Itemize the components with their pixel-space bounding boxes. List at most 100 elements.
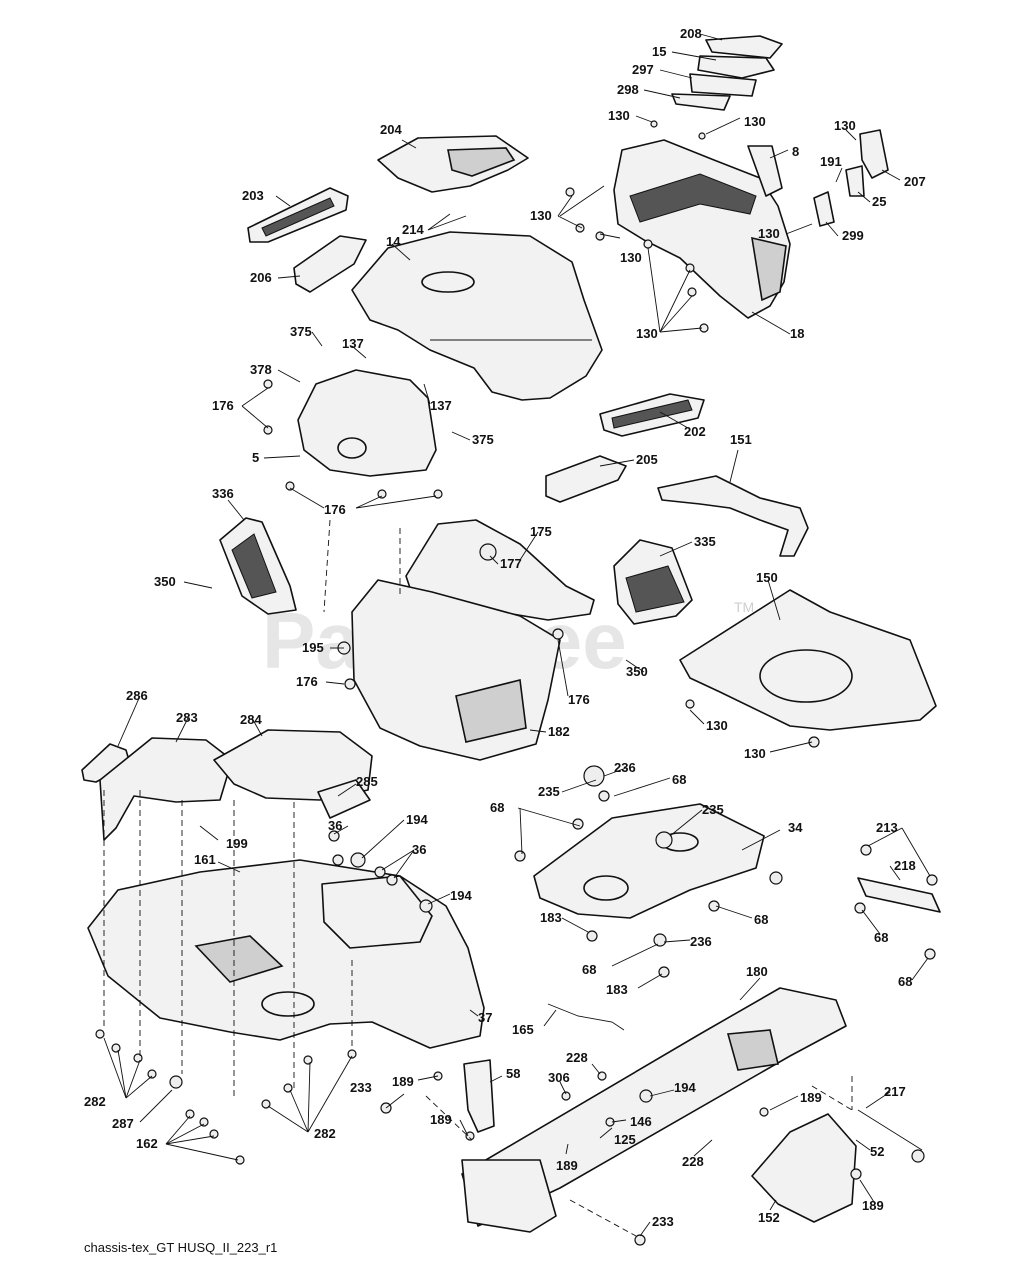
callout-199[interactable]: 199 bbox=[226, 836, 248, 851]
part-336-mesh bbox=[231, 533, 277, 599]
callout-182[interactable]: 182 bbox=[548, 724, 570, 739]
callout-235[interactable]: 235 bbox=[702, 802, 724, 817]
callout-350[interactable]: 350 bbox=[154, 574, 176, 589]
callout-130[interactable]: 130 bbox=[608, 108, 630, 123]
callout-298[interactable]: 298 bbox=[617, 82, 639, 97]
callout-286[interactable]: 286 bbox=[126, 688, 148, 703]
callout-37[interactable]: 37 bbox=[478, 1010, 492, 1025]
callout-176[interactable]: 176 bbox=[324, 502, 346, 517]
callout-336[interactable]: 336 bbox=[212, 486, 234, 501]
callout-285[interactable]: 285 bbox=[356, 774, 378, 789]
callout-152[interactable]: 152 bbox=[758, 1210, 780, 1225]
part-8-shape bbox=[747, 145, 783, 197]
callout-130[interactable]: 130 bbox=[620, 250, 642, 265]
callout-36[interactable]: 36 bbox=[412, 842, 426, 857]
callout-228[interactable]: 228 bbox=[566, 1050, 588, 1065]
callout-130[interactable]: 130 bbox=[744, 114, 766, 129]
callout-18[interactable]: 18 bbox=[790, 326, 804, 341]
callout-161[interactable]: 161 bbox=[194, 852, 216, 867]
callout-130[interactable]: 130 bbox=[744, 746, 766, 761]
callout-25[interactable]: 25 bbox=[872, 194, 886, 209]
callout-236[interactable]: 236 bbox=[614, 760, 636, 775]
callout-282[interactable]: 282 bbox=[314, 1126, 336, 1141]
callout-306[interactable]: 306 bbox=[548, 1070, 570, 1085]
callout-8[interactable]: 8 bbox=[792, 144, 799, 159]
callout-151[interactable]: 151 bbox=[730, 432, 752, 447]
callout-235[interactable]: 235 bbox=[538, 784, 560, 799]
callout-189[interactable]: 189 bbox=[430, 1112, 452, 1127]
callout-195[interactable]: 195 bbox=[302, 640, 324, 655]
callout-194[interactable]: 194 bbox=[674, 1080, 696, 1095]
callout-299[interactable]: 299 bbox=[842, 228, 864, 243]
callout-205[interactable]: 205 bbox=[636, 452, 658, 467]
callout-183[interactable]: 183 bbox=[606, 982, 628, 997]
callout-297[interactable]: 297 bbox=[632, 62, 654, 77]
callout-180[interactable]: 180 bbox=[746, 964, 768, 979]
callout-233[interactable]: 233 bbox=[350, 1080, 372, 1095]
callout-34[interactable]: 34 bbox=[788, 820, 803, 835]
callout-130[interactable]: 130 bbox=[834, 118, 856, 133]
callout-176[interactable]: 176 bbox=[568, 692, 590, 707]
callout-189[interactable]: 189 bbox=[800, 1090, 822, 1105]
part-283-shape bbox=[99, 737, 233, 841]
callout-194[interactable]: 194 bbox=[450, 888, 472, 903]
callout-283[interactable]: 283 bbox=[176, 710, 198, 725]
callout-202[interactable]: 202 bbox=[684, 424, 706, 439]
callout-165[interactable]: 165 bbox=[512, 1022, 534, 1037]
callout-68[interactable]: 68 bbox=[898, 974, 912, 989]
callout-375[interactable]: 375 bbox=[472, 432, 494, 447]
callout-68[interactable]: 68 bbox=[874, 930, 888, 945]
callout-282[interactable]: 282 bbox=[84, 1094, 106, 1109]
callout-176[interactable]: 176 bbox=[212, 398, 234, 413]
callout-233[interactable]: 233 bbox=[652, 1214, 674, 1229]
callout-176[interactable]: 176 bbox=[296, 674, 318, 689]
callout-206[interactable]: 206 bbox=[250, 270, 272, 285]
callout-68[interactable]: 68 bbox=[582, 962, 596, 977]
callout-146[interactable]: 146 bbox=[630, 1114, 652, 1129]
callout-125[interactable]: 125 bbox=[614, 1132, 636, 1147]
callout-189[interactable]: 189 bbox=[862, 1198, 884, 1213]
callout-175[interactable]: 175 bbox=[530, 524, 552, 539]
callout-183[interactable]: 183 bbox=[540, 910, 562, 925]
callout-36[interactable]: 36 bbox=[328, 818, 342, 833]
diagram-caption: chassis-tex_GT HUSQ_II_223_r1 bbox=[84, 1240, 277, 1255]
callout-378[interactable]: 378 bbox=[250, 362, 272, 377]
callout-130[interactable]: 130 bbox=[636, 326, 658, 341]
callout-191[interactable]: 191 bbox=[820, 154, 842, 169]
callout-203[interactable]: 203 bbox=[242, 188, 264, 203]
callout-213[interactable]: 213 bbox=[876, 820, 898, 835]
callout-162[interactable]: 162 bbox=[136, 1136, 158, 1151]
callout-5[interactable]: 5 bbox=[252, 450, 259, 465]
callout-284[interactable]: 284 bbox=[240, 712, 262, 727]
callout-208[interactable]: 208 bbox=[680, 26, 702, 41]
callout-68[interactable]: 68 bbox=[490, 800, 504, 815]
callout-236[interactable]: 236 bbox=[690, 934, 712, 949]
callout-214[interactable]: 214 bbox=[402, 222, 424, 237]
callout-14[interactable]: 14 bbox=[386, 234, 401, 249]
callout-350[interactable]: 350 bbox=[626, 664, 648, 679]
callout-217[interactable]: 217 bbox=[884, 1084, 906, 1099]
callout-375[interactable]: 375 bbox=[290, 324, 312, 339]
callout-15[interactable]: 15 bbox=[652, 44, 666, 59]
callout-207[interactable]: 207 bbox=[904, 174, 926, 189]
callout-218[interactable]: 218 bbox=[894, 858, 916, 873]
callout-287[interactable]: 287 bbox=[112, 1116, 134, 1131]
callout-68[interactable]: 68 bbox=[672, 772, 686, 787]
callout-130[interactable]: 130 bbox=[706, 718, 728, 733]
callout-189[interactable]: 189 bbox=[556, 1158, 578, 1173]
callout-52[interactable]: 52 bbox=[870, 1144, 884, 1159]
callout-150[interactable]: 150 bbox=[756, 570, 778, 585]
callout-189[interactable]: 189 bbox=[392, 1074, 414, 1089]
part-5-hole bbox=[337, 437, 367, 459]
callout-68[interactable]: 68 bbox=[754, 912, 768, 927]
callout-130[interactable]: 130 bbox=[530, 208, 552, 223]
callout-228[interactable]: 228 bbox=[682, 1154, 704, 1169]
callout-58[interactable]: 58 bbox=[506, 1066, 520, 1081]
callout-204[interactable]: 204 bbox=[380, 122, 402, 137]
callout-137[interactable]: 137 bbox=[430, 398, 452, 413]
callout-194[interactable]: 194 bbox=[406, 812, 428, 827]
callout-177[interactable]: 177 bbox=[500, 556, 522, 571]
callout-137[interactable]: 137 bbox=[342, 336, 364, 351]
callout-130[interactable]: 130 bbox=[758, 226, 780, 241]
callout-335[interactable]: 335 bbox=[694, 534, 716, 549]
